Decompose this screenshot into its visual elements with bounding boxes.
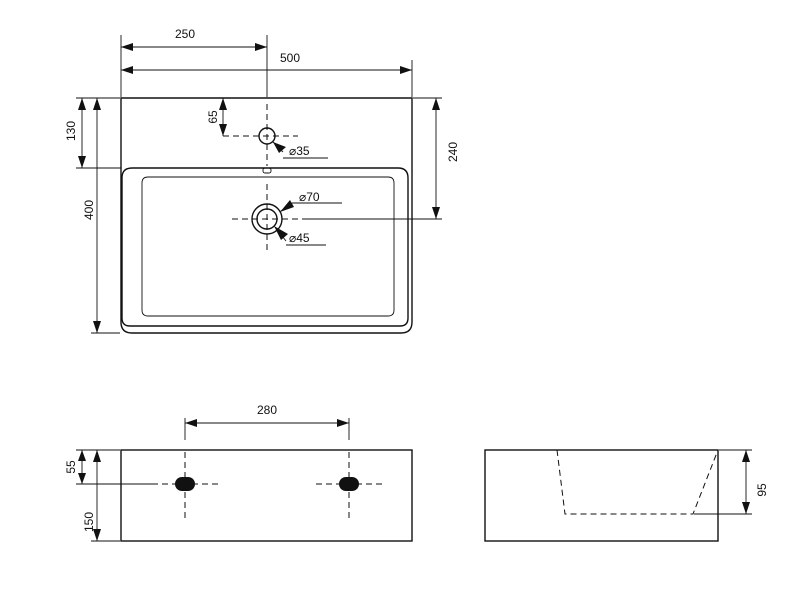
basin-outline (120, 97, 413, 334)
arrow-head (255, 43, 267, 51)
arrow-head (93, 450, 101, 462)
arrow-head (432, 98, 440, 110)
arrow-head (742, 450, 750, 462)
arrow-head (78, 98, 86, 110)
bowl-rim (121, 167, 409, 327)
dimension-130: 130 (64, 97, 121, 169)
drain-inner-diameter-label: ⌀45 (289, 231, 310, 245)
dimension-label: 130 (64, 121, 78, 141)
arrow-head (337, 419, 349, 427)
dimension-95: 95 (694, 449, 769, 515)
dimension-65: 65 (206, 98, 227, 136)
arrow-head (274, 226, 288, 240)
leader-drain-outer: ⌀70 (280, 190, 342, 212)
top-view: 250 500 65 130 (64, 27, 460, 334)
arrow-head (121, 43, 133, 51)
dimension-label: 500 (280, 51, 300, 65)
bowl-hidden-profile (556, 449, 719, 515)
front-view-outline (120, 449, 413, 542)
dimension-label: 150 (82, 512, 96, 532)
arrow-head (742, 502, 750, 514)
dimension-label: 250 (175, 27, 195, 41)
dimension-label: 280 (257, 403, 277, 417)
arrow-head (273, 142, 286, 153)
overflow-slot (262, 167, 272, 174)
front-view: 280 55 150 (64, 403, 413, 542)
dimension-400: 400 (82, 98, 120, 334)
arrow-head (432, 207, 440, 219)
arrow-head (185, 419, 197, 427)
dimension-label: 55 (64, 460, 78, 474)
arrow-head (93, 98, 101, 110)
arrow-head (400, 66, 412, 74)
dimension-label: 400 (82, 200, 96, 220)
leader-drain-inner: ⌀45 (274, 226, 326, 246)
mounting-hole-left (152, 452, 218, 520)
tap-hole (223, 104, 298, 166)
arrow-head (78, 473, 86, 484)
arrow-head (93, 529, 101, 541)
side-view-outline (484, 449, 719, 542)
arrow-head (78, 450, 86, 461)
drain-outer-diameter-label: ⌀70 (299, 190, 320, 204)
dimension-label: 240 (446, 142, 460, 162)
arrow-head (280, 200, 294, 212)
dimension-150: 150 (82, 450, 120, 542)
arrow-head (219, 124, 227, 136)
side-view: 95 (484, 449, 769, 542)
arrow-head (93, 321, 101, 333)
arrow-head (78, 156, 86, 168)
dimension-label: 65 (206, 110, 220, 124)
mounting-hole-right (316, 452, 382, 520)
drain (232, 184, 302, 254)
dimension-label: 95 (755, 483, 769, 497)
bowl-inner (141, 176, 395, 317)
dimension-280: 280 (184, 403, 350, 440)
arrow-head (219, 98, 227, 110)
dimension-500: 500 (121, 51, 413, 97)
dimension-55: 55 (64, 449, 152, 485)
arrow-head (121, 66, 133, 74)
leader-tap-hole: ⌀35 (272, 141, 328, 159)
dimension-240: 240 (302, 97, 460, 220)
tap-hole-diameter-label: ⌀35 (289, 144, 310, 158)
dimension-250: 250 (120, 27, 268, 97)
